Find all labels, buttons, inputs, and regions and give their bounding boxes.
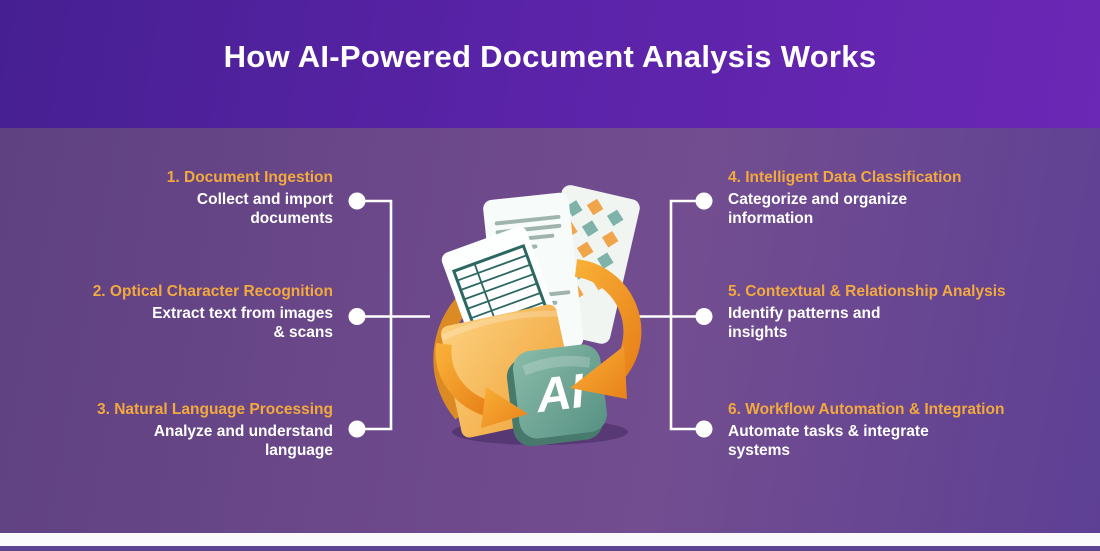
ai-document-illustration: AI bbox=[428, 176, 653, 451]
step-desc-line: information bbox=[728, 210, 814, 227]
ai-badge-label: AI bbox=[532, 365, 589, 424]
step-3-natural-language-processing: 3. Natural Language Processing Analyze a… bbox=[33, 401, 333, 460]
step-heading: 1. Document Ingestion bbox=[166, 169, 333, 186]
step-4-intelligent-data-classification: 4. Intelligent Data Classification Categ… bbox=[728, 169, 1048, 228]
step-heading: 3. Natural Language Processing bbox=[96, 401, 333, 418]
header-band: How AI-Powered Document Analysis Works bbox=[0, 0, 1100, 128]
step-5-contextual-relationship-analysis: 5. Contextual & Relationship Analysis Id… bbox=[728, 283, 1048, 342]
step-1-document-ingestion: 1. Document Ingestion Collect and import… bbox=[33, 169, 333, 228]
connector-dot-1 bbox=[348, 192, 366, 210]
connector-dot-3 bbox=[348, 420, 366, 438]
step-desc-line: insights bbox=[728, 324, 788, 341]
footer-purple-strip bbox=[0, 546, 1100, 551]
footer-white-band bbox=[0, 533, 1100, 546]
connector-right-bracket bbox=[669, 199, 704, 431]
step-desc-line: language bbox=[264, 442, 333, 459]
ai-badge: AI bbox=[506, 344, 607, 447]
step-desc-line: documents bbox=[250, 210, 333, 227]
step-desc-line: Automate tasks & integrate bbox=[728, 423, 929, 440]
connector-dot-4 bbox=[695, 192, 713, 210]
step-heading: 2. Optical Character Recognition bbox=[92, 283, 333, 300]
step-heading: 4. Intelligent Data Classification bbox=[728, 169, 962, 186]
step-heading: 6. Workflow Automation & Integration bbox=[728, 401, 1005, 418]
step-desc-line: Analyze and understand bbox=[153, 423, 333, 440]
step-desc-line: Identify patterns and bbox=[728, 305, 881, 322]
step-6-workflow-automation-integration: 6. Workflow Automation & Integration Aut… bbox=[728, 401, 1048, 460]
step-heading: 5. Contextual & Relationship Analysis bbox=[728, 283, 1006, 300]
page-title: How AI-Powered Document Analysis Works bbox=[223, 39, 877, 74]
step-desc-line: Extract text from images bbox=[152, 305, 333, 322]
step-2-optical-character-recognition: 2. Optical Character Recognition Extract… bbox=[33, 283, 333, 342]
connector-dot-2 bbox=[348, 308, 366, 325]
step-desc-line: systems bbox=[728, 442, 791, 459]
connector-dot-6 bbox=[695, 420, 713, 438]
cycle-arrow-left-icon bbox=[435, 342, 528, 428]
step-desc-line: Categorize and organize bbox=[728, 191, 908, 208]
step-desc-line: & scans bbox=[273, 324, 333, 341]
connector-dot-5 bbox=[695, 308, 713, 325]
cycle-arrow-right-icon bbox=[570, 259, 642, 399]
step-desc-line: Collect and import bbox=[196, 191, 333, 208]
connector-left-bracket bbox=[357, 199, 393, 431]
